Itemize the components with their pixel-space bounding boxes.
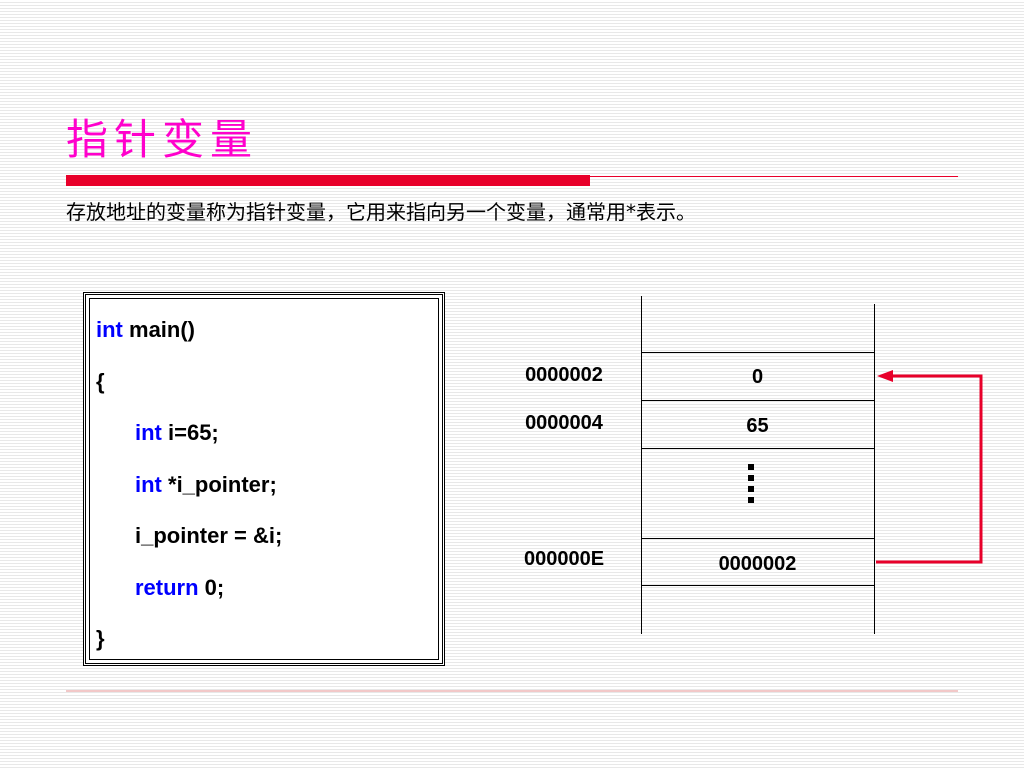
- code-line-3: int i=65;: [135, 420, 219, 446]
- code-box: int main() { int i=65; int *i_pointer; i…: [83, 292, 445, 666]
- code-line-6: return 0;: [135, 575, 224, 601]
- keyword: int: [96, 317, 123, 342]
- memory-address: 000000E: [523, 548, 605, 570]
- ellipsis-dots: [748, 464, 756, 514]
- memory-cell-divider: [641, 448, 874, 449]
- memory-cell-divider: [641, 585, 874, 586]
- keyword: int: [135, 472, 162, 497]
- code-text: main(): [122, 317, 196, 342]
- code-line-7: }: [96, 626, 105, 651]
- memory-address: 0000004: [525, 412, 603, 434]
- memory-value: 0000002: [718, 553, 797, 575]
- code-text: i=65;: [161, 420, 219, 445]
- memory-right-border: [874, 304, 875, 634]
- slide-subtitle: 存放地址的变量称为指针变量，它用来指向另一个变量，通常用*表示。: [66, 200, 696, 224]
- title-underline: [66, 175, 590, 186]
- arrowhead-icon: [877, 370, 893, 382]
- memory-address: 0000002: [525, 364, 603, 386]
- keyword: int: [135, 420, 162, 445]
- slide-title: 指针变量: [66, 115, 259, 164]
- code-line-2: {: [96, 369, 105, 394]
- code-box-inner-border: [89, 298, 439, 660]
- code-text: 0;: [198, 575, 225, 600]
- memory-cell-divider: [641, 352, 874, 353]
- memory-value: 0: [751, 366, 764, 388]
- code-line-5: i_pointer = &i;: [135, 523, 283, 548]
- keyword: return: [135, 575, 199, 600]
- memory-value: 65: [746, 415, 769, 437]
- code-line-1: int main(): [96, 317, 195, 343]
- memory-cell-divider: [641, 538, 874, 539]
- title-underline-thin: [590, 176, 958, 177]
- footer-rule: [66, 690, 958, 692]
- memory-left-border: [641, 296, 642, 634]
- code-text: *i_pointer;: [161, 472, 277, 497]
- code-line-4: int *i_pointer;: [135, 472, 277, 498]
- memory-cell-divider: [641, 400, 874, 401]
